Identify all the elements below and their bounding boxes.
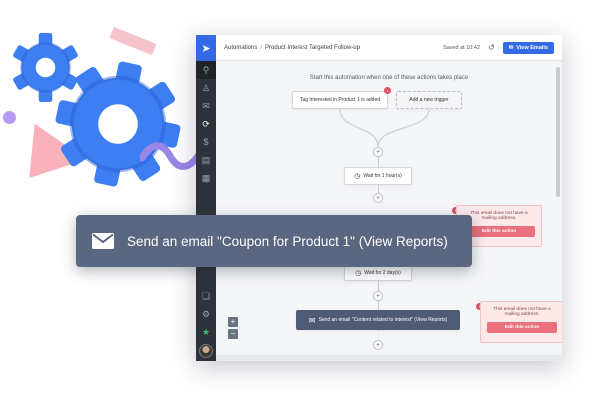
breadcrumb-root-link[interactable]: Automations xyxy=(224,44,258,51)
email-icon[interactable]: ✉ xyxy=(202,100,210,111)
add-trigger-button[interactable]: Add a new trigger xyxy=(396,91,462,109)
trigger-node[interactable]: Tag Interested in Product 1 is added xyxy=(292,91,388,109)
warning-text: This email does not have a mailing addre… xyxy=(470,211,528,221)
warning-badge: ! xyxy=(452,207,459,214)
deals-icon[interactable]: $ xyxy=(203,137,209,147)
email-2-node[interactable]: ✉ Send an email "Content related to inte… xyxy=(296,310,460,330)
add-step-button[interactable]: + xyxy=(373,291,383,301)
send-email-callout[interactable]: Send an email "Coupon for Product 1" (Vi… xyxy=(76,215,472,267)
wait-2-node[interactable]: ◷ Wait for 2 day(s) xyxy=(344,265,412,281)
add-trigger-label: Add a new trigger xyxy=(409,97,449,103)
search-icon[interactable]: ⚲ xyxy=(196,61,216,79)
apps-icon[interactable]: ❏ xyxy=(201,290,211,301)
envelope-icon: ✉ xyxy=(508,44,514,51)
purple-dot-decoration xyxy=(3,111,16,124)
wait-1-label: Wait for 1 hour(s) xyxy=(363,173,402,179)
warning-badge: ! xyxy=(476,303,483,310)
wait-2-label: Wait for 2 day(s) xyxy=(364,270,401,276)
forms-icon[interactable]: ▤ xyxy=(201,154,211,165)
envelope-icon xyxy=(92,233,114,249)
email-2-label: Send an email "Content related to intere… xyxy=(318,317,448,323)
trigger-badge: 1 xyxy=(384,87,391,94)
breadcrumb-current: Product Interest Targeted Follow-up xyxy=(265,44,360,51)
topbar: Automations / Product Interest Targeted … xyxy=(216,35,562,61)
small-gear-icon xyxy=(13,33,78,102)
trigger-heading: Start this automation when one of these … xyxy=(309,75,469,81)
star-icon[interactable]: ★ xyxy=(201,326,211,337)
workflow-canvas[interactable]: Start this automation when one of these … xyxy=(216,61,562,361)
vertical-scrollbar[interactable] xyxy=(556,67,560,197)
user-avatar[interactable] xyxy=(199,344,213,358)
add-step-button[interactable]: + xyxy=(373,193,383,203)
trigger-label: Tag Interested in Product 1 is added xyxy=(299,97,381,103)
large-gear-icon xyxy=(55,61,181,187)
zoom-in-button[interactable]: + xyxy=(228,317,238,327)
add-step-button[interactable]: + xyxy=(373,340,383,350)
automation-builder-window: ➤ ⚲ ♙ ✉ ⟳ $ ▤ ▦ ❏ ⚙ ★ Automations / Prod… xyxy=(196,35,562,361)
history-icon[interactable]: ↺ xyxy=(487,43,495,52)
edit-action-button[interactable]: Edit this action xyxy=(463,226,535,237)
reports-icon[interactable]: ▦ xyxy=(201,172,211,183)
zoom-out-button[interactable]: − xyxy=(228,329,238,339)
clock-icon: ◷ xyxy=(355,270,362,277)
warning-text: This email does not have a mailing addre… xyxy=(493,307,551,317)
breadcrumb-separator: / xyxy=(260,44,263,51)
saved-status: Saved at 10:42 xyxy=(442,44,480,51)
connector-lines xyxy=(339,108,430,148)
view-emails-label: View Emails xyxy=(516,44,548,51)
clock-icon: ◷ xyxy=(354,173,361,180)
email-2-warning: This email does not have a mailing addre… xyxy=(480,301,562,343)
edit-action-button[interactable]: Edit this action xyxy=(487,322,557,333)
settings-icon[interactable]: ⚙ xyxy=(201,308,211,319)
callout-label: Send an email "Coupon for Product 1" (Vi… xyxy=(127,233,448,249)
horizontal-scrollbar[interactable] xyxy=(216,355,562,361)
sidebar: ➤ ⚲ ♙ ✉ ⟳ $ ▤ ▦ ❏ ⚙ ★ xyxy=(196,35,216,361)
contacts-icon[interactable]: ♙ xyxy=(201,82,211,93)
add-step-button[interactable]: + xyxy=(373,147,383,157)
view-emails-button[interactable]: ✉ View Emails xyxy=(502,41,554,54)
envelope-icon: ✉ xyxy=(308,315,316,325)
logo-icon[interactable]: ➤ xyxy=(196,35,216,61)
wait-1-node[interactable]: ◷ Wait for 1 hour(s) xyxy=(344,167,412,185)
pink-bar-decoration xyxy=(109,26,157,56)
automation-icon[interactable]: ⟳ xyxy=(202,118,210,129)
